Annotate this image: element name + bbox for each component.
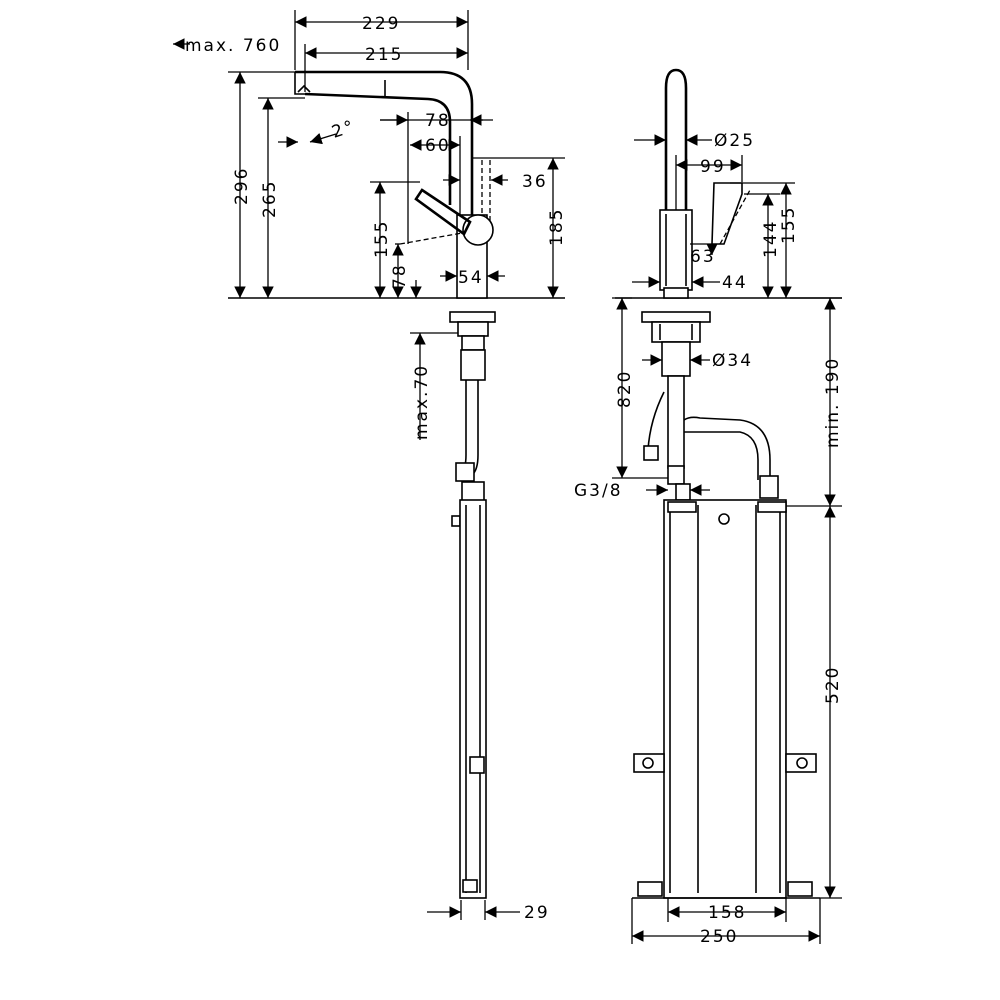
dim-144: 144 xyxy=(761,220,781,258)
dim-2-degree: 2° xyxy=(329,117,357,143)
front-box xyxy=(632,499,820,899)
front-view: Ø25 99 144 155 63 44 Ø34 820 min. 190 G3… xyxy=(574,68,843,947)
dim-60: 60 xyxy=(425,136,451,156)
dim-520: 520 xyxy=(823,666,843,704)
dim-99: 99 xyxy=(700,157,726,177)
side-view: 229 max. 760 215 296 265 2° 78 60 36 185… xyxy=(173,10,567,923)
dim-29: 29 xyxy=(524,903,550,923)
dim-250: 250 xyxy=(700,927,738,947)
side-dimension-labels: 229 max. 760 215 296 265 2° 78 60 36 185… xyxy=(185,14,567,923)
dim-229: 229 xyxy=(362,14,400,34)
dim-78-bottom: 78 xyxy=(390,263,410,289)
dim-296: 296 xyxy=(232,167,252,205)
front-mounting xyxy=(641,311,779,501)
dim-diameter-34: Ø34 xyxy=(712,351,753,371)
dim-820: 820 xyxy=(615,370,635,408)
dim-155: 155 xyxy=(372,220,392,258)
dim-44: 44 xyxy=(722,273,748,293)
faucet-body xyxy=(399,188,494,299)
dim-36: 36 xyxy=(522,172,548,192)
dim-78-top: 78 xyxy=(425,111,451,131)
side-dimension-lines xyxy=(173,10,565,920)
front-dimension-lines xyxy=(612,134,842,944)
dim-max-760: max. 760 xyxy=(185,36,281,56)
dim-54: 54 xyxy=(458,268,484,288)
dim-215: 215 xyxy=(365,45,403,65)
dim-63: 63 xyxy=(690,247,716,267)
dim-max-70: max.70 xyxy=(412,364,432,440)
dim-g3-8: G3/8 xyxy=(574,481,623,501)
dim-diameter-25: Ø25 xyxy=(714,131,755,151)
dim-min-190: min. 190 xyxy=(823,357,843,448)
side-mounting xyxy=(449,311,496,899)
front-dimension-labels: Ø25 99 144 155 63 44 Ø34 820 min. 190 G3… xyxy=(574,131,843,947)
dim-158: 158 xyxy=(708,903,746,923)
dim-155-front: 155 xyxy=(779,206,799,244)
dim-265: 265 xyxy=(260,180,280,218)
dim-185: 185 xyxy=(547,208,567,246)
